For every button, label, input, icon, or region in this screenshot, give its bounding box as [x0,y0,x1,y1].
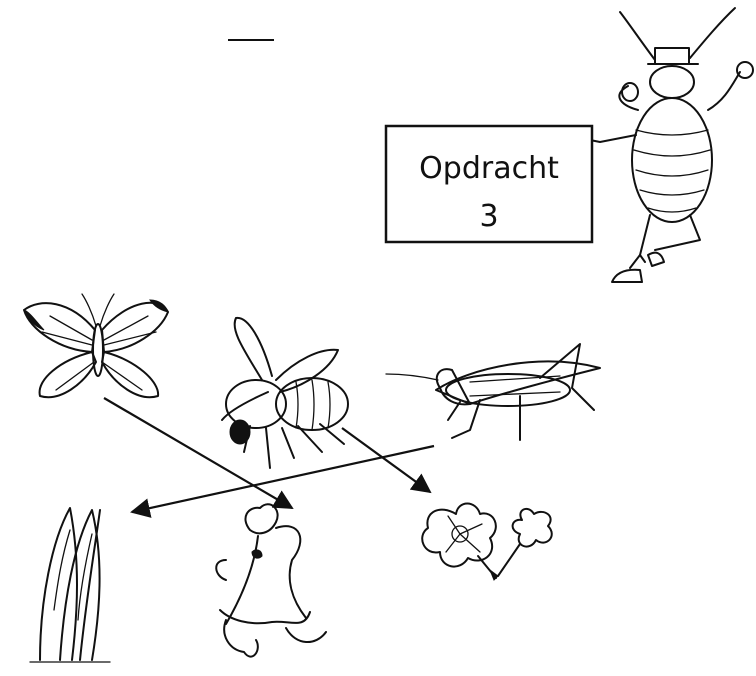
butterfly-icon [24,294,168,397]
sign-title: Opdracht [419,151,559,186]
arrow-butterfly-to-honeysuckle [104,398,292,508]
assignment-sign: Opdracht 3 [386,126,592,242]
grass-icon [30,508,110,662]
sign-number: 3 [479,199,498,234]
bee-icon [222,318,348,468]
primrose-flower-icon [422,504,552,581]
arrow-bee-to-primrose [342,428,430,492]
cockroach-mascot-icon [590,8,753,282]
grasshopper-icon [386,344,600,440]
honeysuckle-flower-icon [216,504,326,656]
